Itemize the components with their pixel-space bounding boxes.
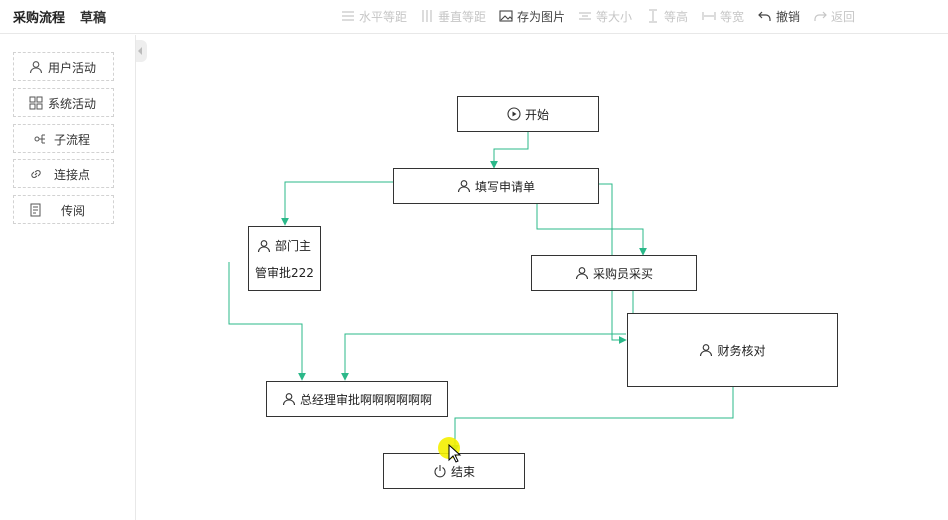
node-buyer-purchase[interactable]: 采购员采买 — [531, 255, 697, 291]
palette-circulate-label: 传阅 — [61, 204, 86, 218]
palette-connector-label: 连接点 — [54, 168, 91, 182]
palette-user-activity-label: 用户活动 — [48, 61, 97, 75]
node-fill-application-label: 填写申请单 — [474, 179, 535, 194]
node-dept-approval-line1: 部门主 — [257, 237, 311, 254]
same-size-icon — [578, 9, 592, 23]
same-height-button[interactable]: 等高 — [646, 8, 688, 24]
same-width-button[interactable]: 等宽 — [702, 8, 744, 24]
node-finance-check-label: 财务核对 — [717, 343, 766, 358]
undo-button[interactable]: 撤销 — [758, 8, 800, 24]
vertical-distribute-button[interactable]: 垂直等距 — [420, 8, 486, 24]
save-image-button[interactable]: 存为图片 — [499, 8, 565, 24]
undo-label: 撤销 — [776, 9, 801, 24]
same-width-icon — [702, 9, 716, 23]
palette-subprocess[interactable]: 子流程 — [13, 124, 114, 153]
horizontal-distribute-icon — [341, 9, 355, 23]
horizontal-distribute-button[interactable]: 水平等距 — [341, 8, 407, 24]
palette-circulate[interactable]: 传阅 — [13, 195, 114, 224]
redo-label: 返回 — [831, 9, 856, 24]
palette-system-activity[interactable]: 系统活动 — [13, 88, 114, 117]
palette-system-activity-label: 系统活动 — [48, 97, 97, 111]
vertical-distribute-icon — [420, 9, 434, 23]
node-gm-approval-label: 总经理审批啊啊啊啊啊啊 — [299, 392, 432, 407]
node-buyer-purchase-label: 采购员采买 — [592, 266, 653, 281]
status-badge: 草稿 — [80, 11, 107, 26]
play-circle-icon — [507, 107, 521, 121]
node-dept-approval-label-1: 部门主 — [275, 239, 312, 253]
same-width-label: 等宽 — [720, 9, 745, 24]
user-icon — [699, 343, 713, 357]
subprocess-icon — [34, 132, 48, 146]
palette-connector[interactable]: 连接点 — [13, 159, 114, 188]
user-icon — [282, 392, 296, 406]
link-icon — [29, 167, 43, 181]
mouse-cursor-icon — [448, 444, 462, 463]
user-icon — [457, 179, 471, 193]
same-size-button[interactable]: 等大小 — [578, 8, 632, 24]
undo-icon — [758, 9, 772, 23]
power-icon — [433, 464, 447, 478]
same-size-label: 等大小 — [596, 9, 633, 24]
top-toolbar: 采购流程 草稿 水平等距 垂直等距 存为图片 等大小 等高 等宽 — [0, 0, 948, 34]
node-dept-approval-label-2: 管审批222 — [255, 266, 314, 280]
save-image-label: 存为图片 — [517, 9, 566, 24]
node-start[interactable]: 开始 — [457, 96, 599, 132]
palette-subprocess-label: 子流程 — [54, 133, 91, 147]
node-start-label: 开始 — [524, 107, 549, 122]
node-gm-approval[interactable]: 总经理审批啊啊啊啊啊啊 — [266, 381, 448, 417]
redo-icon — [813, 9, 827, 23]
palette-user-activity[interactable]: 用户活动 — [13, 52, 114, 81]
node-fill-application[interactable]: 填写申请单 — [393, 168, 599, 204]
image-icon — [499, 9, 513, 23]
node-end[interactable]: 结束 — [383, 453, 525, 489]
redo-button[interactable]: 返回 — [813, 8, 855, 24]
same-height-label: 等高 — [664, 9, 689, 24]
vertical-distribute-label: 垂直等距 — [438, 9, 487, 24]
grid-icon — [29, 96, 43, 110]
node-finance-check[interactable]: 财务核对 — [627, 313, 838, 387]
horizontal-distribute-label: 水平等距 — [359, 9, 408, 24]
collapse-sidebar-handle[interactable] — [136, 40, 147, 62]
node-end-label: 结束 — [450, 464, 475, 479]
user-icon — [257, 239, 271, 253]
document-icon — [29, 203, 43, 217]
user-icon — [29, 60, 43, 74]
node-dept-approval[interactable]: 部门主 管审批222 — [248, 226, 321, 291]
process-title: 采购流程 — [13, 11, 66, 26]
same-height-icon — [646, 9, 660, 23]
user-icon — [575, 266, 589, 280]
